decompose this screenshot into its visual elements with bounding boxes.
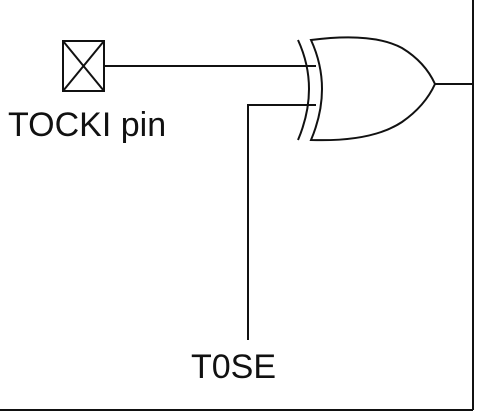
tocki-pin-label: TOCKI pin — [8, 106, 167, 144]
t0se-label: T0SE — [191, 348, 277, 386]
xor-gate-icon — [297, 36, 437, 142]
pin-icon — [62, 40, 105, 92]
t0se-input-line — [247, 104, 316, 340]
